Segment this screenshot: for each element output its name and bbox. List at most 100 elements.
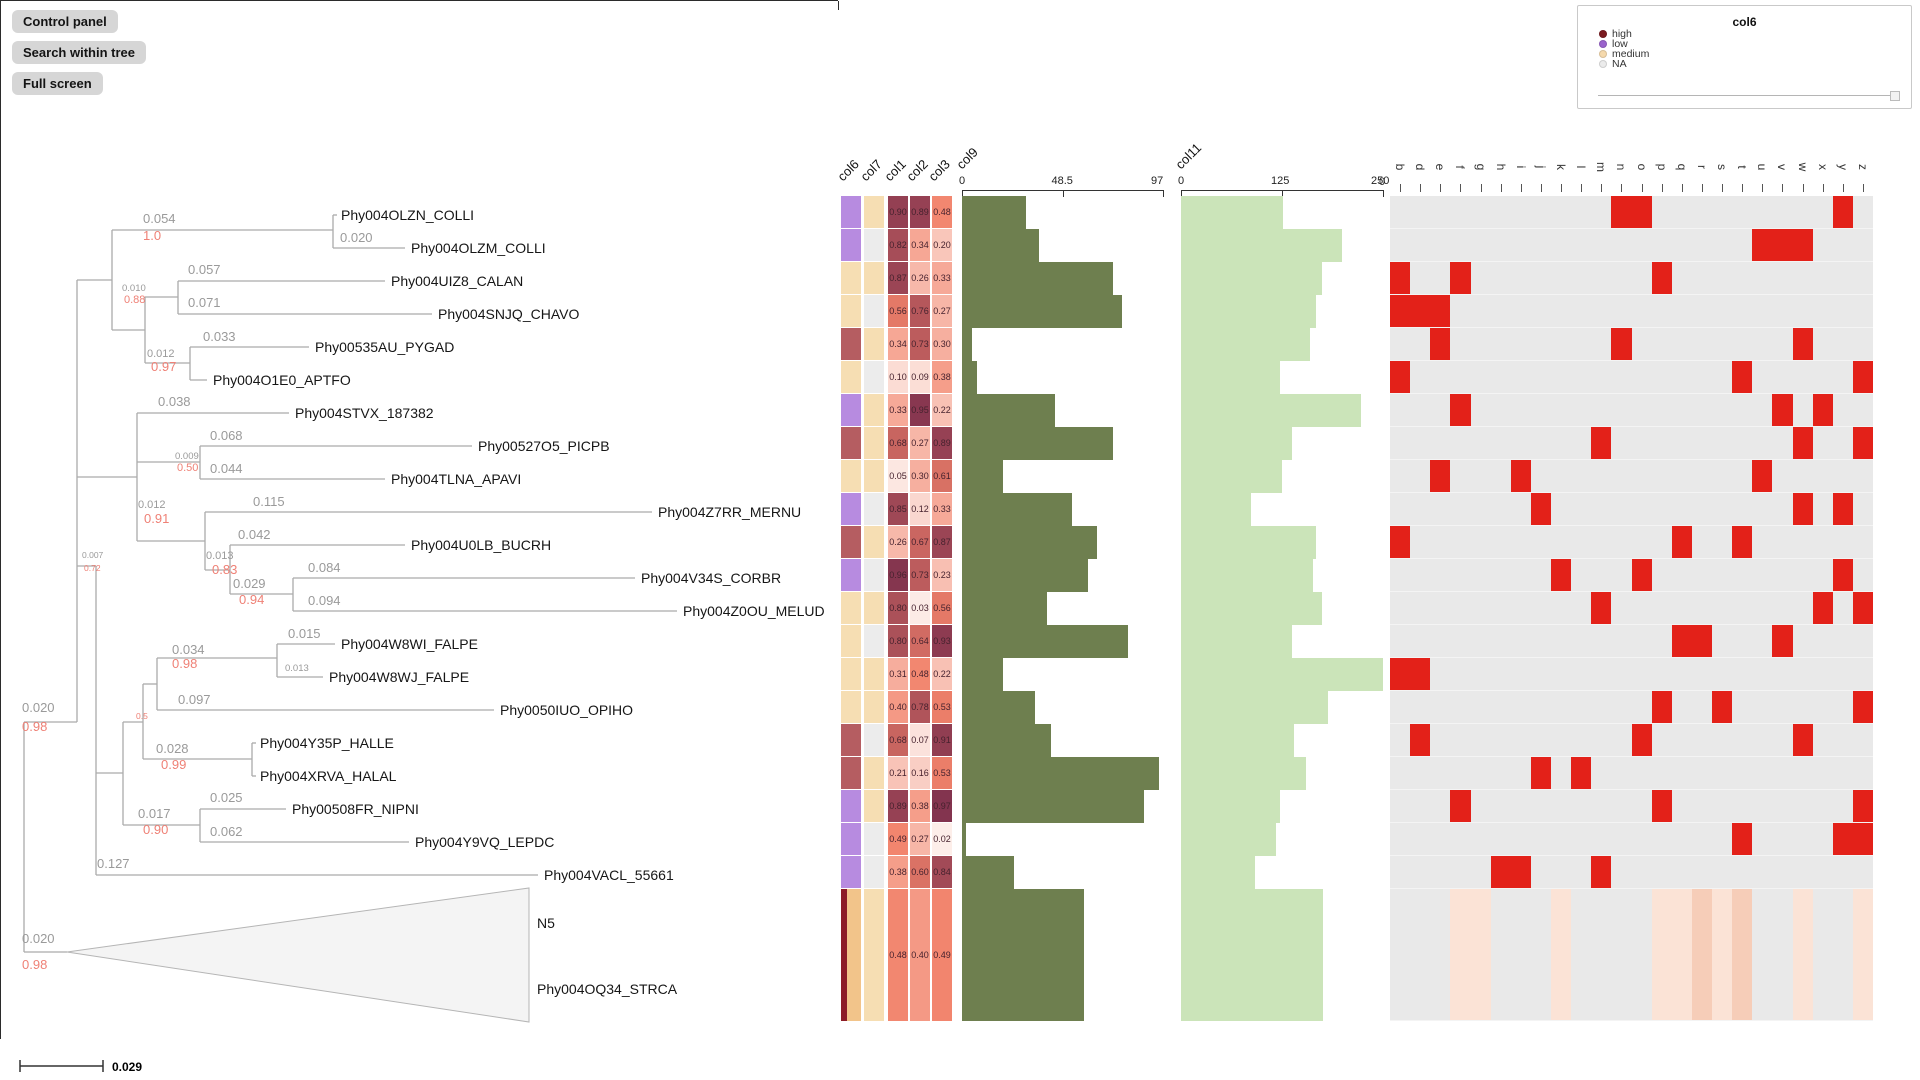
heatmap-cell-col2: 0.27 <box>910 823 930 855</box>
control-panel-button[interactable]: Control panel <box>12 10 118 33</box>
bar-col11 <box>1181 790 1280 823</box>
tree-tip-label[interactable]: Phy004V34S_CORBR <box>641 570 781 586</box>
heatmap-cell-col6 <box>841 823 861 855</box>
grid-column-letter: q <box>1674 163 1689 171</box>
collapsed-clade-triangle[interactable] <box>66 887 530 1023</box>
grid-column-letter: m <box>1594 162 1609 172</box>
bar-col9 <box>962 262 1114 295</box>
heatmap-cell-col7 <box>864 196 884 228</box>
grid-column-letter: z <box>1855 164 1870 170</box>
grid-cell-present <box>1752 229 1773 261</box>
grid-cell-present <box>1671 526 1692 558</box>
grid-column-letter: u <box>1755 163 1770 171</box>
heatmap-cell-col7 <box>864 559 884 591</box>
tree-tip-label[interactable]: Phy004W8WJ_FALPE <box>329 669 469 685</box>
heatmap-cell-col1: 0.80 <box>888 625 908 657</box>
heatmap-cell-col6 <box>841 757 861 789</box>
grid-row <box>1390 394 1873 427</box>
grid-column-letter: f <box>1453 165 1468 169</box>
heatmap-cell-col3: 0.48 <box>932 196 952 228</box>
bar-col9 <box>962 790 1145 823</box>
tree-tip-label[interactable]: Phy0050IUO_OPIHO <box>500 702 633 718</box>
grid-column-letter: o <box>1634 163 1649 171</box>
grid-strip-aggregate <box>1671 889 1692 1020</box>
branch-length-label: 0.038 <box>158 394 191 409</box>
heatmap-cell-col6-collapsed <box>841 889 861 1021</box>
grid-cell-present <box>1390 262 1411 294</box>
tree-tip-label[interactable]: Phy00527O5_PICPB <box>478 438 610 454</box>
heatmap-cell-col3: 0.27 <box>932 295 952 327</box>
tree-tip-label[interactable]: Phy004OLZM_COLLI <box>411 240 546 256</box>
tree-tip-label[interactable]: Phy004Y35P_HALLE <box>260 735 394 751</box>
heatmap-cell-col7 <box>864 757 884 789</box>
tree-tip-label[interactable]: Phy004Z7RR_MERNU <box>658 504 801 520</box>
heatmap-cell-col2: 0.89 <box>910 196 930 228</box>
tree-tip-label[interactable]: Phy00508FR_NIPNI <box>292 801 419 817</box>
branch-length-label: 0.033 <box>203 329 236 344</box>
heatmap-cell-col3: 0.53 <box>932 691 952 723</box>
heatmap-cell-col7 <box>864 361 884 393</box>
bar-col11 <box>1181 361 1280 394</box>
bar-col11 <box>1181 625 1292 658</box>
tree-tip-label[interactable]: Phy004OLZN_COLLI <box>341 207 474 223</box>
tree-tip-label[interactable]: Phy00535AU_PYGAD <box>315 339 454 355</box>
grid-axis-tick <box>1722 184 1724 192</box>
heatmap-cell-col1: 0.96 <box>888 559 908 591</box>
grid-column-letter: j <box>1533 165 1548 169</box>
tree-tip-label[interactable]: Phy004STVX_187382 <box>295 405 434 421</box>
grid-cell-present <box>1631 724 1652 756</box>
legend-color-dot <box>1599 60 1607 68</box>
grid-cell-present <box>1852 361 1873 393</box>
tree-tip-label[interactable]: Phy004TLNA_APAVI <box>391 471 521 487</box>
heatmap-cell-col6 <box>841 592 861 624</box>
grid-cell-present <box>1772 625 1793 657</box>
heatmap-cell-col6 <box>841 196 861 228</box>
heatmap-cell-col2: 0.64 <box>910 625 930 657</box>
grid-column-letter: k <box>1554 164 1568 170</box>
heatmap-cell-col6 <box>841 724 861 756</box>
heatmap-cell-col6 <box>841 658 861 690</box>
grid-column-letter: x <box>1815 164 1830 170</box>
search-within-tree-button[interactable]: Search within tree <box>12 41 146 64</box>
bar-col9 <box>962 328 973 361</box>
bar-col11 <box>1181 757 1307 790</box>
branch-length-label: 0.029 <box>233 576 266 591</box>
heatmap-cell-col6 <box>841 427 861 459</box>
grid-strip-aggregate <box>1792 889 1813 1020</box>
legend-item: medium <box>1599 49 1911 59</box>
heatmap-cell-col1: 0.33 <box>888 394 908 426</box>
tree-tip-label[interactable]: Phy004VACL_55661 <box>544 867 674 883</box>
tree-tip-label[interactable]: Phy004Z0OU_MELUD <box>683 603 825 619</box>
grid-cell-present <box>1591 856 1612 888</box>
grid-cell-present <box>1390 361 1411 393</box>
full-screen-button[interactable]: Full screen <box>12 72 103 95</box>
support-value-label: 0.94 <box>239 592 264 607</box>
heatmap-cell-col6 <box>841 493 861 525</box>
grid-cell-present <box>1591 592 1612 624</box>
branch-length-label: 0.017 <box>138 806 171 821</box>
bar-col9 <box>962 592 1047 625</box>
tree-tip-label[interactable]: Phy004SNJQ_CHAVO <box>438 306 579 322</box>
tree-tip-label[interactable]: N5 <box>537 915 555 931</box>
heatmap-cell-col2: 0.09 <box>910 361 930 393</box>
tree-tip-label[interactable]: Phy004W8WI_FALPE <box>341 636 478 652</box>
tree-tip-label[interactable]: Phy004U0LB_BUCRH <box>411 537 551 553</box>
heatmap-cell-col3: 0.97 <box>932 790 952 822</box>
branch-length-label: 0.034 <box>172 642 205 657</box>
tree-tip-label[interactable]: Phy004OQ34_STRCA <box>537 981 678 997</box>
grid-axis-tick <box>1802 184 1804 192</box>
axis-tick-label: 125 <box>1271 175 1290 187</box>
heatmap-cell-col1: 0.34 <box>888 328 908 360</box>
tree-tip-label[interactable]: Phy004XRVA_HALAL <box>260 768 397 784</box>
grid-row <box>1390 625 1873 658</box>
grid-axis-tick <box>1581 184 1583 192</box>
grid-axis-tick <box>1400 184 1402 192</box>
tree-tip-label[interactable]: Phy004Y9VQ_LEPDC <box>415 834 554 850</box>
grid-cell-present <box>1732 361 1753 393</box>
heatmap-cell-col1: 0.90 <box>888 196 908 228</box>
tree-tip-label[interactable]: Phy004O1E0_APTFO <box>213 372 351 388</box>
grid-cell-present <box>1611 328 1632 360</box>
bar-col9 <box>962 658 1004 691</box>
legend-resize-handle[interactable] <box>1890 91 1900 101</box>
tree-tip-label[interactable]: Phy004UIZ8_CALAN <box>391 273 523 289</box>
